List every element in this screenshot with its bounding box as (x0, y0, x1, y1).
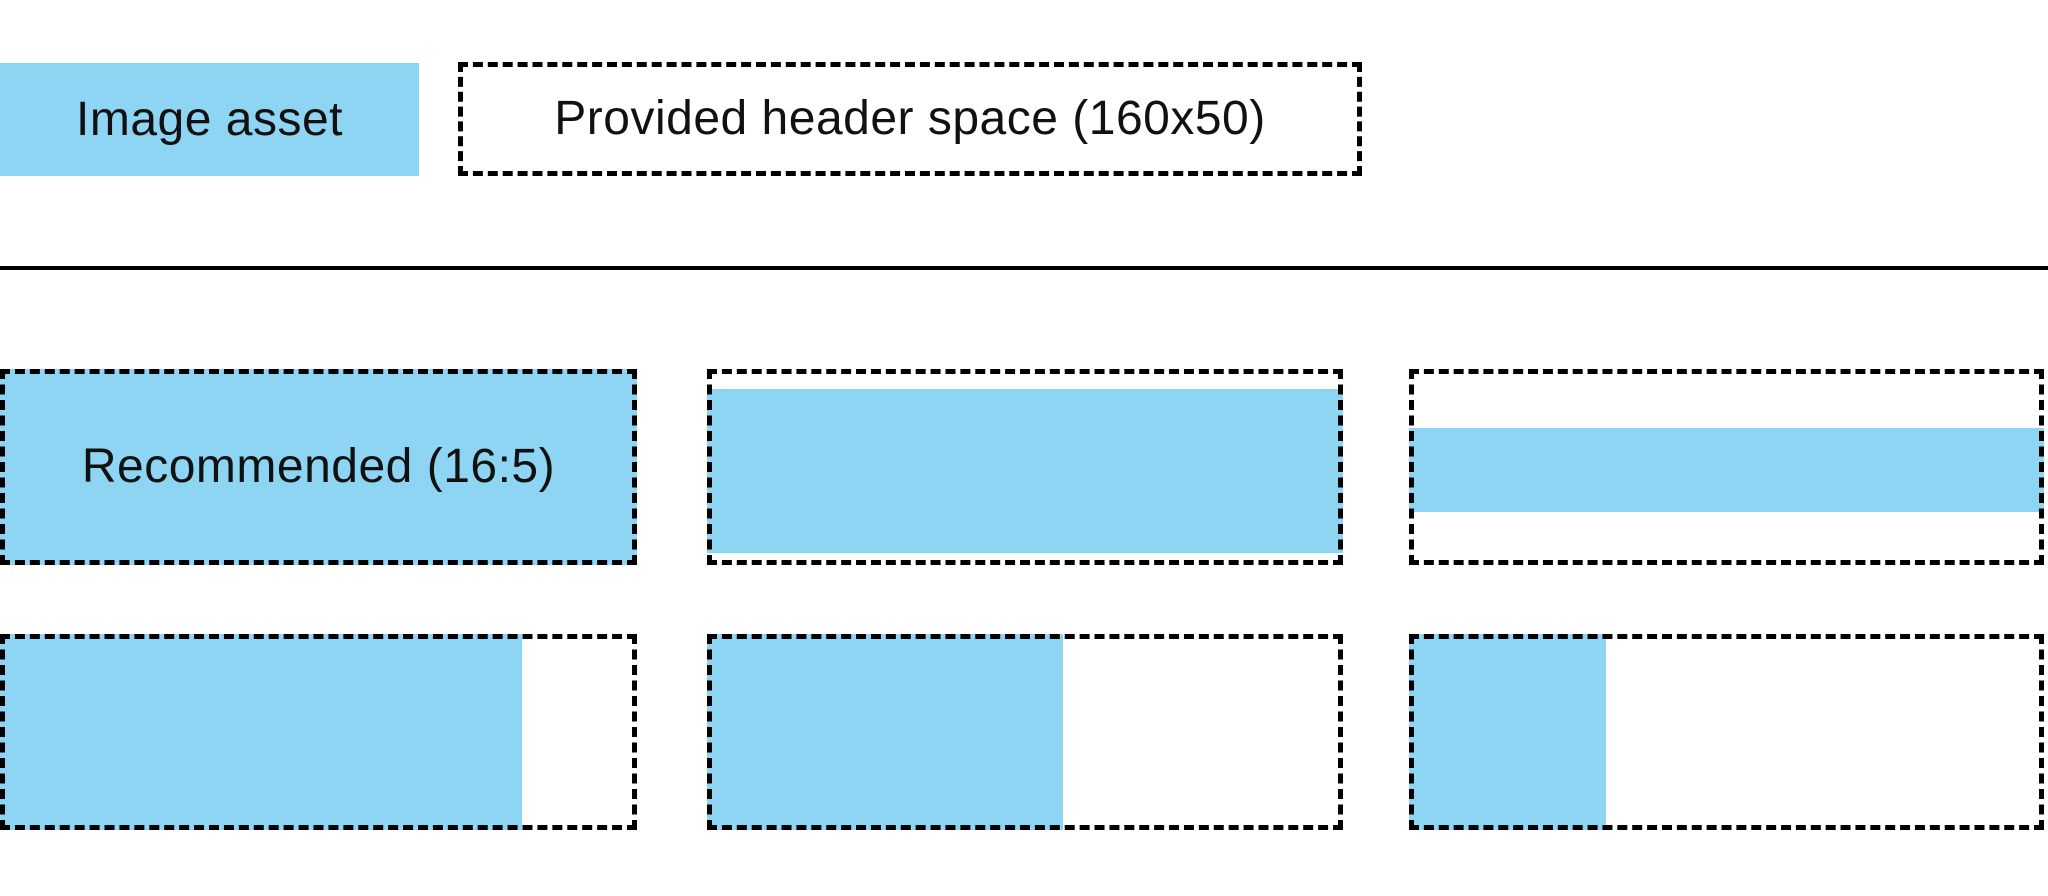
section-divider (0, 266, 2048, 270)
image-asset-fill (1409, 427, 2044, 513)
image-asset-fill (1409, 634, 1606, 830)
legend-image-asset-label: Image asset (76, 92, 343, 146)
legend-header-space-box: Provided header space (160x50) (458, 62, 1362, 176)
image-asset-fill (707, 388, 1343, 554)
example-box-width-82 (0, 634, 637, 830)
example-box-width-56 (707, 634, 1343, 830)
recommended-label: Recommended (16:5) (81, 440, 556, 493)
image-asset-fill (707, 634, 1064, 830)
legend-image-asset-swatch: Image asset (0, 63, 419, 176)
example-box-width-31 (1409, 634, 2044, 830)
legend-header-space-label: Provided header space (160x50) (554, 92, 1266, 145)
example-box-center-band (1409, 369, 2044, 565)
image-asset-fill (0, 369, 637, 565)
example-box-recommended: Recommended (16:5) (0, 369, 637, 565)
example-box-small-vertical-inset (707, 369, 1343, 565)
image-asset-fill (0, 634, 523, 830)
